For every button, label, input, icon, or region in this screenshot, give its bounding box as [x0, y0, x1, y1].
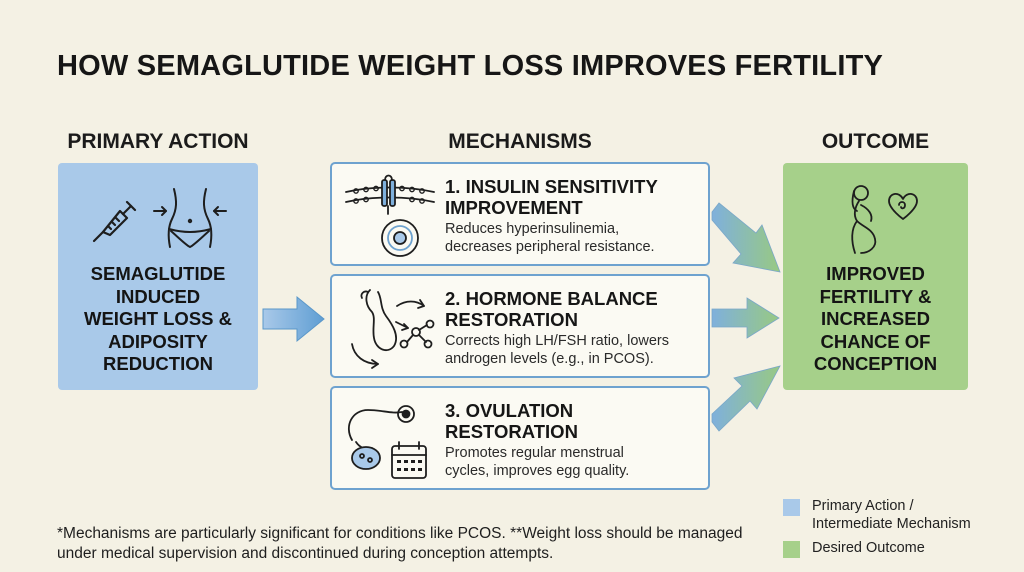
arrow-mechanism-2-to-outcome — [711, 297, 780, 339]
primary-action-box: SEMAGLUTIDE INDUCED WEIGHT LOSS & ADIPOS… — [58, 163, 258, 390]
mechanism-card-ovulation: 3. OVULATION RESTORATION Promotes regula… — [330, 386, 710, 490]
mechanism-card-hormone: 2. HORMONE BALANCE RESTORATION Corrects … — [330, 274, 710, 378]
outcome-text: IMPROVED FERTILITY & INCREASED CHANCE OF… — [813, 263, 938, 374]
arrow-mechanism-3-to-outcome — [711, 365, 781, 432]
column-header-mechanisms: MECHANISMS — [448, 130, 592, 153]
mechanism-description: Corrects high LH/FSH ratio, lowers andro… — [445, 333, 670, 367]
mechanism-description: Promotes regular menstrual cycles, impro… — [445, 445, 630, 479]
waist-icon — [153, 188, 227, 248]
footnote: *Mechanisms are particularly significant… — [57, 525, 743, 562]
diagram-title: HOW SEMAGLUTIDE WEIGHT LOSS IMPROVES FER… — [57, 50, 884, 82]
legend-swatch-blue — [783, 499, 800, 516]
arrow-primary-to-mechanisms — [262, 295, 325, 343]
legend-label: Primary Action / Intermediate Mechanism — [812, 498, 971, 532]
arrow-mechanism-1-to-outcome — [711, 202, 781, 273]
column-header-outcome: OUTCOME — [821, 130, 930, 153]
mechanism-description: Reduces hyperinsulinemia, decreases peri… — [445, 221, 655, 255]
pregnant-woman-heart-icon — [851, 185, 918, 254]
gland-molecule-icon — [351, 289, 435, 369]
mechanism-title: 1. INSULIN SENSITIVITY IMPROVEMENT — [445, 176, 658, 218]
outcome-box: IMPROVED FERTILITY & INCREASED CHANCE OF… — [783, 163, 968, 390]
legend-swatch-green — [783, 541, 800, 558]
column-header-primary-action: PRIMARY ACTION — [67, 130, 249, 153]
cell-receptor-icon — [345, 174, 435, 257]
legend-label: Desired Outcome — [812, 540, 925, 556]
ovary-calendar-icon — [347, 405, 427, 479]
mechanism-title: 2. HORMONE BALANCE RESTORATION — [445, 288, 658, 330]
primary-action-text: SEMAGLUTIDE INDUCED WEIGHT LOSS & ADIPOS… — [84, 263, 232, 374]
mechanism-title: 3. OVULATION RESTORATION — [445, 400, 578, 442]
syringe-icon — [92, 200, 137, 243]
mechanism-card-insulin: 1. INSULIN SENSITIVITY IMPROVEMENT Reduc… — [330, 162, 710, 266]
